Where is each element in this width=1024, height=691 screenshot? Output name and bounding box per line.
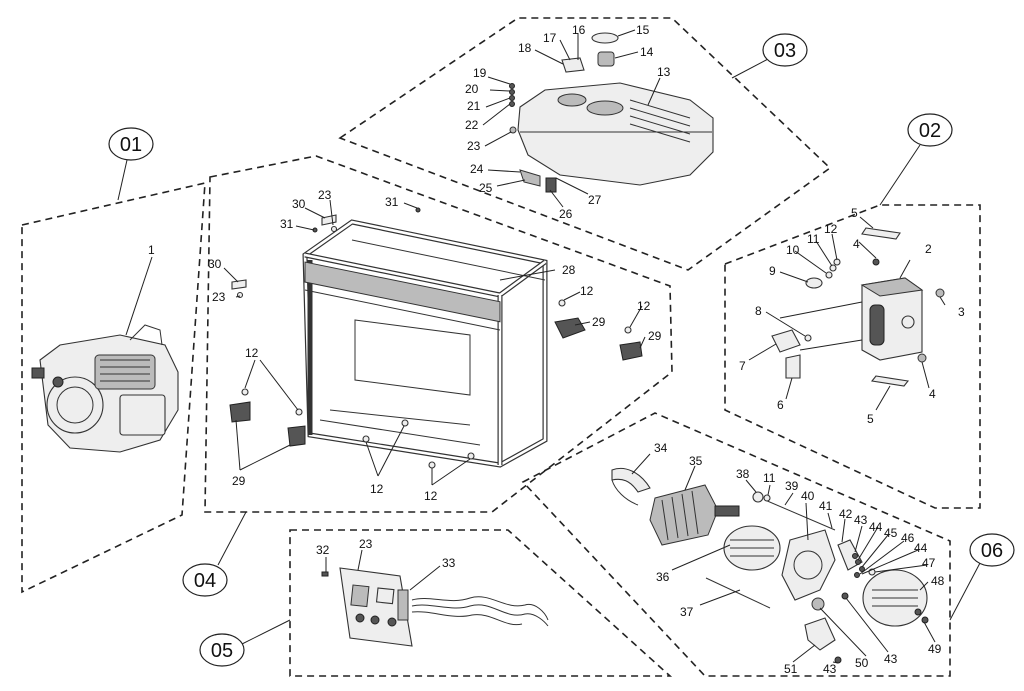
callout-40: 40 [801,489,815,503]
callout-5-bottom: 5 [867,412,874,426]
callout-6: 6 [777,398,784,412]
callout-24: 24 [470,162,484,176]
callout-45: 45 [884,526,898,540]
group-label-01: 01 [120,134,142,156]
group-label-03: 03 [774,40,796,62]
callout-12-frame-bottom-right: 12 [424,489,438,503]
callout-15: 15 [636,23,650,37]
callout-51: 51 [784,662,798,676]
callout-31-top: 31 [385,195,399,209]
callout-12-frame-bottom-center: 12 [370,482,384,496]
callout-35: 35 [689,454,703,468]
zone-06-boundary [521,412,951,677]
zone-04-boundary [204,155,673,513]
callout-36: 36 [656,570,670,584]
zone-01-boundary [21,181,206,594]
callout-23-frame-top: 23 [318,188,332,202]
callout-34: 34 [654,441,668,455]
callout-43-right: 43 [884,652,898,666]
callout-21: 21 [467,99,481,113]
callout-12-zone02: 12 [824,222,838,236]
callout-28: 28 [562,263,576,277]
callout-23-frame-left: 23 [212,290,226,304]
callout-38: 38 [736,467,750,481]
callout-48: 48 [931,574,945,588]
callout-8: 8 [755,304,762,318]
callout-29-right-upper: 29 [592,315,606,329]
callout-13: 13 [657,65,671,79]
callout-18: 18 [518,41,532,55]
callout-11-zone06: 11 [763,471,776,485]
zone-02-boundary [724,204,981,509]
control-panel-assembly [321,567,549,647]
callout-25: 25 [479,181,493,195]
callout-33: 33 [442,556,456,570]
fuel-tank-assembly [509,32,714,193]
callout-47: 47 [922,556,936,570]
group-label-04-ellipse [182,563,228,597]
callout-4-bottom: 4 [929,387,936,401]
callout-50: 50 [855,656,869,670]
callout-1: 1 [148,243,155,257]
callout-43-bottom: 43 [823,662,837,676]
group-label-05: 05 [211,640,233,662]
group-label-03-ellipse [762,33,808,67]
callout-27: 27 [588,193,602,207]
callout-23-zone03: 23 [467,139,481,153]
callout-2: 2 [925,242,932,256]
callout-26: 26 [559,207,573,221]
callout-5-top: 5 [851,206,858,220]
callout-12-frame-right-lower: 12 [637,299,651,313]
callout-12-frame-left: 12 [245,346,259,360]
callout-17: 17 [543,31,557,45]
callout-43-top: 43 [854,513,868,527]
callout-22: 22 [465,118,479,132]
callout-42: 42 [839,507,853,521]
callout-23-panel: 23 [359,537,373,551]
group-label-02-ellipse [907,113,953,147]
callout-29-left: 29 [232,474,246,488]
callout-16: 16 [572,23,586,37]
group-label-05-ellipse [199,633,245,667]
callout-10: 10 [786,243,800,257]
callout-49: 49 [928,642,942,656]
callout-44-top: 44 [869,520,883,534]
callout-37: 37 [680,605,694,619]
callout-39: 39 [785,479,799,493]
group-label-06-ellipse [969,533,1015,567]
callout-31-left: 31 [280,217,294,231]
engine-assembly [31,324,179,453]
callout-12-frame-right-upper: 12 [580,284,594,298]
callout-19: 19 [473,66,487,80]
group-label-02: 02 [919,120,941,142]
callout-41: 41 [819,499,833,513]
group-label-01-ellipse [108,127,154,161]
callout-14: 14 [640,45,654,59]
callout-30-top: 30 [292,197,306,211]
callout-30-left: 30 [208,257,222,271]
frame-assembly [229,207,643,469]
callout-7: 7 [739,359,746,373]
alternator-assembly [611,467,929,664]
callout-20: 20 [465,82,479,96]
group-label-06: 06 [981,540,1003,562]
callout-44-lower: 44 [914,541,928,555]
callout-9: 9 [769,264,776,278]
callout-11-zone02: 11 [807,232,820,246]
control-box-assembly [771,227,945,387]
callout-46: 46 [901,531,915,545]
callout-4-top: 4 [853,237,860,251]
group-label-04: 04 [194,570,216,592]
zone-05-boundary [289,529,673,677]
callout-3: 3 [958,305,965,319]
callout-32: 32 [316,543,330,557]
callout-29-right-lower: 29 [648,329,662,343]
